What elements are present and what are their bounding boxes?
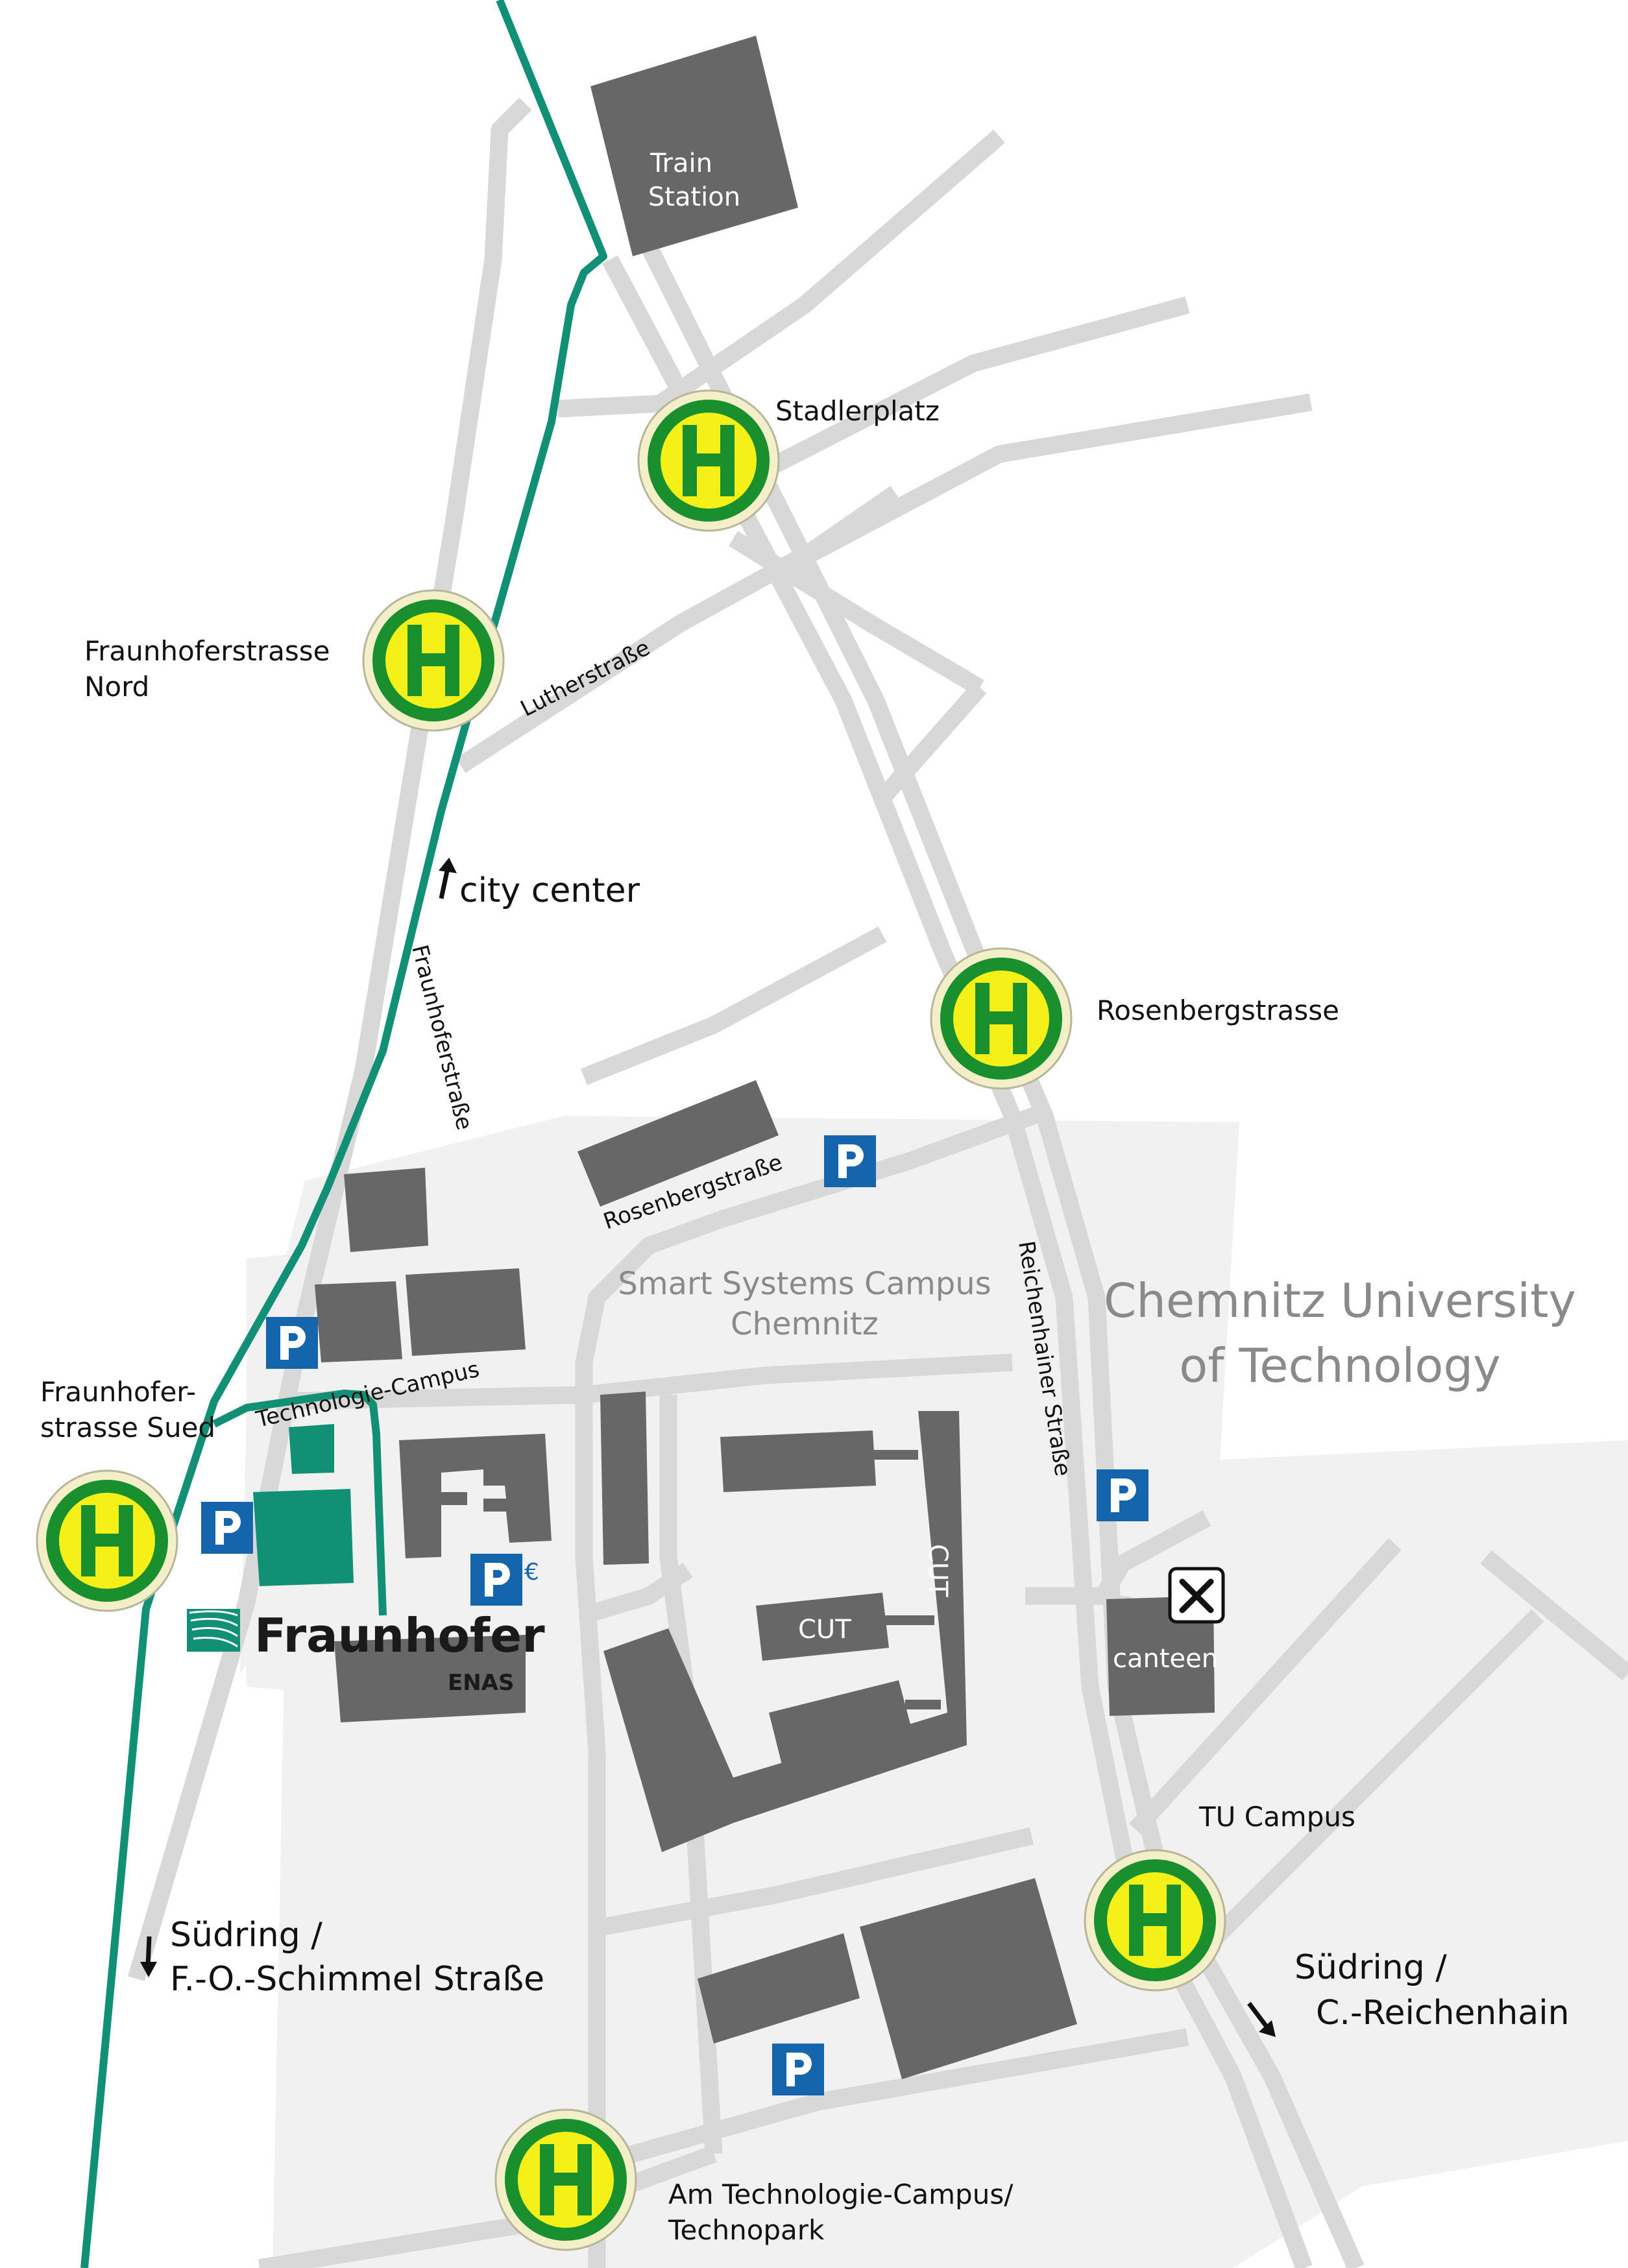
city-center-label: city center [459, 871, 640, 910]
tram-line [80, 0, 607, 2268]
fhs-line1: Fraunhofer- [40, 1376, 196, 1408]
h-bus-stop-icon[interactable] [1084, 1849, 1226, 1992]
h-bus-stop-icon[interactable] [930, 947, 1073, 1090]
paid-parking-icon [470, 1554, 522, 1606]
arrow-down-right-icon [1247, 2001, 1276, 2037]
stop-label-fraunhoferstrasse-sued: Fraunhofer-strasse Sued [40, 1376, 215, 1443]
stop-label-stadlerplatz: Stadlerplatz [775, 395, 940, 427]
street-fraunhofer: Fraunhoferstraße [406, 943, 478, 1133]
fhn-line1: Fraunhoferstrasse [84, 635, 330, 667]
road-network [128, 97, 1628, 2268]
h-bus-stop-icon[interactable] [637, 389, 780, 532]
h-bus-stop-icon[interactable] [494, 2108, 637, 2251]
fhs-line2: strasse Sued [40, 1412, 215, 1443]
parking-icon [266, 1317, 318, 1369]
arrow-down-icon [140, 1936, 157, 1977]
smart-systems-line1: Smart Systems Campus [618, 1266, 991, 1302]
parking-markers: € [201, 1135, 1148, 2095]
stop-label-tu-campus: TU Campus [1198, 1801, 1355, 1833]
parking-icon [201, 1502, 253, 1554]
atc-line1: Am Technologie-Campus/ [668, 2178, 1014, 2210]
h-bus-stop-icon[interactable] [36, 1469, 178, 1612]
stop-label-am-technologie-campus: Am Technologie-Campus/Technopark [668, 2178, 1014, 2246]
direction-city-center: city center [439, 858, 640, 910]
fraunhofer-buildings [253, 1424, 354, 1586]
cut-building-vertical [603, 1411, 967, 1852]
sr-line1: Südring / [1294, 1948, 1447, 1987]
fhn-line2: Nord [84, 671, 149, 703]
train-station-label-line1: Train [650, 149, 712, 178]
cut-building-center [756, 1593, 889, 1661]
suedring-schimmel-label: Südring / F.-O.-Schimmel Straße [170, 1916, 544, 1999]
university-line2: of Technology [1179, 1338, 1501, 1393]
direction-suedring-schimmel: Südring / F.-O.-Schimmel Straße [140, 1916, 544, 1999]
university-line1: Chemnitz University [1104, 1273, 1576, 1328]
h-bus-stop-icon[interactable] [362, 589, 505, 732]
fraunhofer-logo-sub: ENAS [448, 1670, 514, 1696]
canteen-building [1106, 1596, 1215, 1716]
fraunhofer-logo-text: Fraunhofer [254, 1608, 545, 1663]
atc-line2: Technopark [668, 2214, 825, 2246]
sr-line2: C.-Reichenhain [1294, 1994, 1570, 2033]
canteen-label: canteen [1113, 1644, 1218, 1674]
suedring-reichenhain-label: Südring / C.-Reichenhain [1294, 1948, 1570, 2033]
direction-suedring-reichenhain: Südring / C.-Reichenhain [1247, 1948, 1570, 2037]
parking-icon [1097, 1469, 1148, 1521]
arrow-up-icon [439, 858, 457, 899]
parking-icon [824, 1135, 876, 1187]
train-station-label-line2: Station [648, 182, 740, 212]
street-luther: Lutherstraße [516, 634, 654, 722]
train-station-building [590, 36, 798, 256]
fraunhofer-logo-mark [187, 1609, 240, 1652]
smart-systems-line2: Chemnitz [731, 1306, 879, 1342]
cut-label-center: CUT [798, 1615, 851, 1645]
parking-icon [772, 2044, 824, 2095]
fraunhofer-enas-logo: Fraunhofer ENAS [187, 1608, 545, 1696]
fork-knife-icon [1168, 1567, 1225, 1624]
buildings [315, 36, 1215, 2079]
ss-line2: F.-O.-Schimmel Straße [170, 1960, 544, 1999]
stop-label-rosenbergstrasse: Rosenbergstrasse [1097, 995, 1339, 1026]
ss-line1: Südring / [170, 1916, 322, 1955]
university-label: Chemnitz University of Technology [1104, 1273, 1576, 1393]
paid-parking-euro: € [524, 1559, 539, 1586]
cut-label-vertical: CUT [923, 1544, 953, 1597]
